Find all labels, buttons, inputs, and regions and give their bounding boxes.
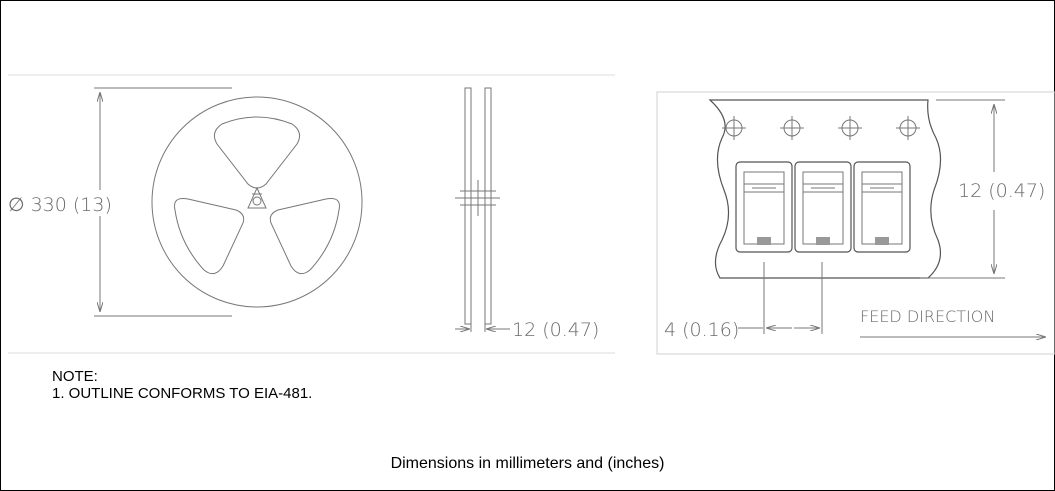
note-heading: NOTE: bbox=[52, 368, 98, 385]
pitch-label: 4 (0.16) bbox=[664, 319, 739, 341]
side-width-label: 12 (0.47) bbox=[512, 319, 599, 341]
tape-width-label: 12 (0.47) bbox=[958, 180, 1045, 202]
reel-side-view bbox=[455, 87, 500, 325]
component-pocket bbox=[794, 161, 852, 253]
diameter-dimension: ∅ 330 (13) bbox=[6, 87, 232, 317]
diameter-label: ∅ 330 (13) bbox=[8, 194, 112, 216]
feed-direction: FEED DIRECTION bbox=[860, 307, 1046, 337]
tape-view-border bbox=[656, 91, 1055, 355]
component-pocket bbox=[853, 161, 911, 253]
dimensions-caption: Dimensions in millimeters and (inches) bbox=[390, 455, 665, 472]
feed-direction-label: FEED DIRECTION bbox=[860, 307, 995, 326]
note-item-1: 1. OUTLINE CONFORMS TO EIA-481. bbox=[52, 385, 313, 402]
reel-front-view bbox=[151, 96, 363, 308]
pitch-dimension: 4 (0.16) bbox=[664, 262, 823, 341]
tape-width-dimension: 12 (0.47) bbox=[920, 99, 1045, 279]
component-pocket bbox=[735, 161, 793, 253]
side-width-dimension: 12 (0.47) bbox=[455, 319, 599, 341]
carrier-tape bbox=[708, 99, 942, 279]
sprocket-holes bbox=[722, 116, 920, 140]
